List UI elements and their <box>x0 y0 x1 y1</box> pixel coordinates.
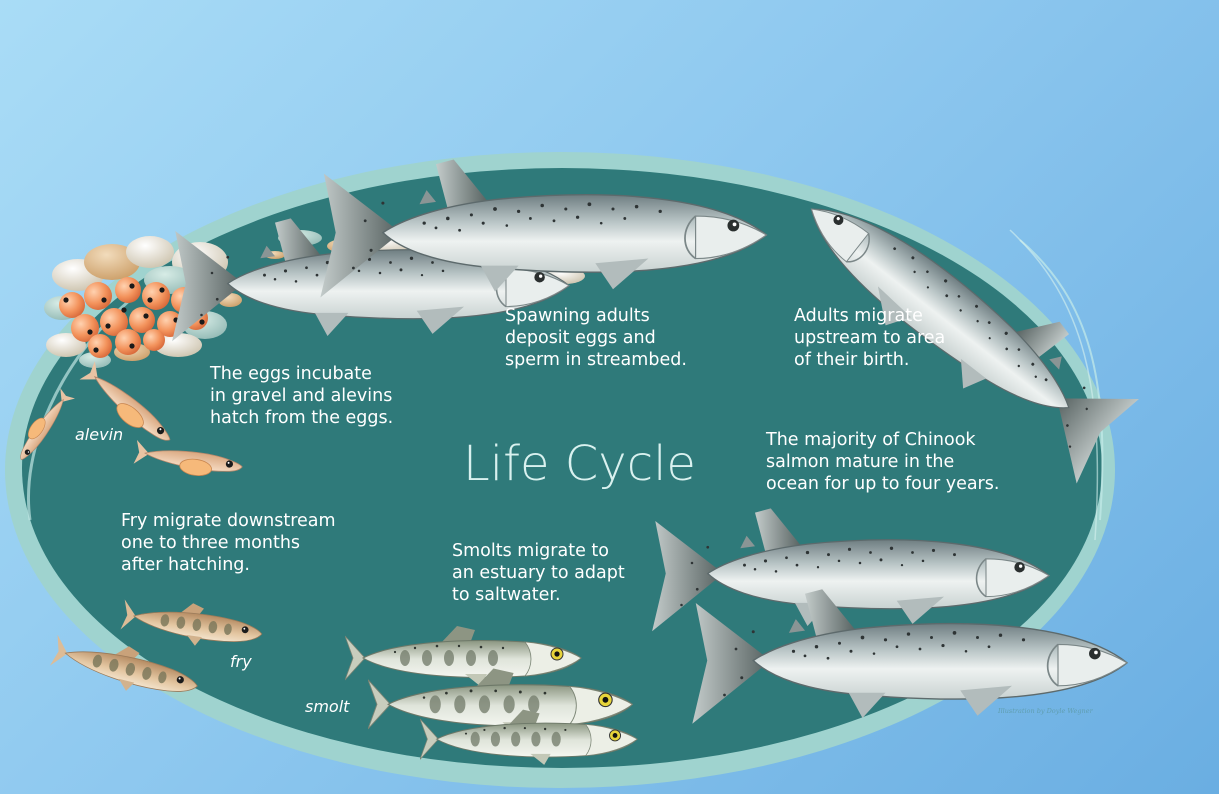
label-smolt: smolt <box>305 697 349 716</box>
label-alevin: alevin <box>75 425 123 444</box>
illustration-credit: Illustration by Doyle Wegner <box>998 707 1093 715</box>
label-fry: fry <box>230 652 252 671</box>
diagram-title: Life Cycle <box>463 436 696 492</box>
